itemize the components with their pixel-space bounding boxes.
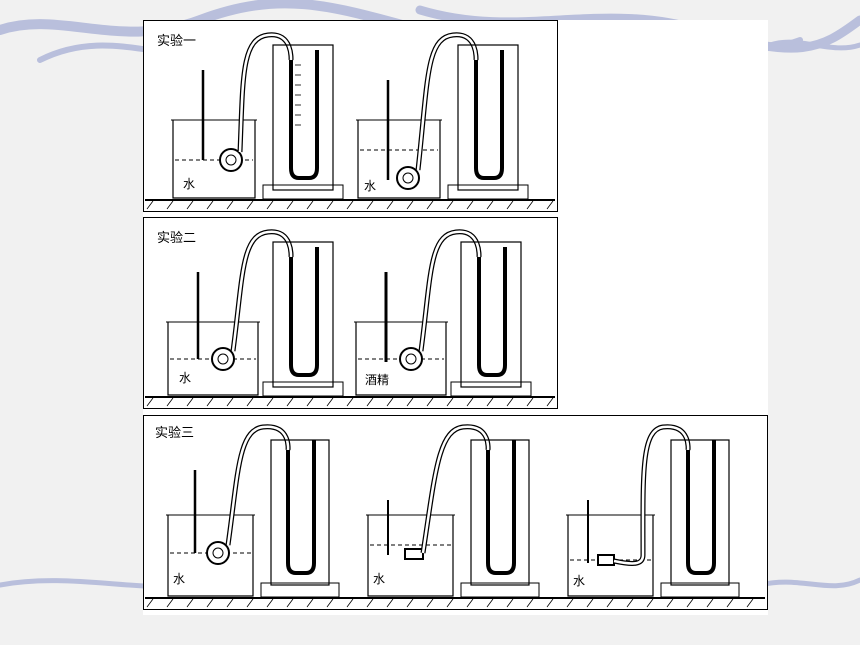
experiment-3-panel: 实验三 水 xyxy=(143,415,768,610)
beaker-3c-liquid: 水 xyxy=(573,574,585,588)
apparatus-3a: 水 xyxy=(166,424,340,598)
beaker-1b-liquid: 水 xyxy=(364,179,376,193)
experiment-2-panel: 实验二 水 xyxy=(143,217,558,409)
apparatus-1b: 水 xyxy=(356,32,529,200)
experiment-1-panel: 实验一 水 xyxy=(143,20,558,212)
apparatus-2b: 酒精 xyxy=(354,229,532,397)
apparatus-2a: 水 xyxy=(166,229,344,397)
experiment-3-label: 实验三 xyxy=(155,425,194,441)
experiment-2-label: 实验二 xyxy=(157,230,196,246)
beaker-2b-liquid: 酒精 xyxy=(365,373,389,387)
apparatus-3c: 水 xyxy=(566,424,740,598)
beaker-2a-liquid: 水 xyxy=(179,371,191,385)
experiment-1-label: 实验一 xyxy=(157,33,196,49)
apparatus-1a: 水 xyxy=(171,32,344,200)
beaker-3a-liquid: 水 xyxy=(173,572,185,586)
beaker-3b-liquid: 水 xyxy=(373,572,385,586)
beaker-1a-liquid: 水 xyxy=(183,177,195,191)
apparatus-3b: 水 xyxy=(366,424,540,598)
